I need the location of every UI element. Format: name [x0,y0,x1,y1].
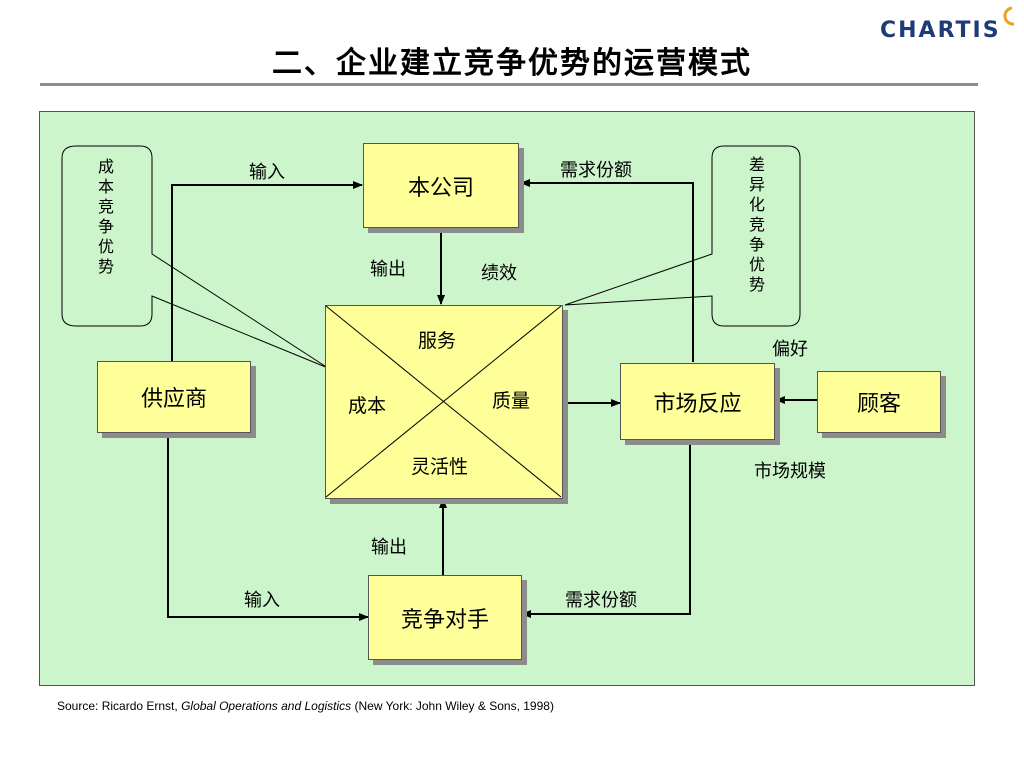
diff-advantage-text: 差异化竞争优势 [746,156,765,296]
source-citation: Source: Ricardo Ernst, Global Operations… [57,699,554,713]
header-divider [40,83,978,86]
node-customer: 顾客 [817,371,941,433]
node-competitor: 竞争对手 [368,575,522,660]
label-market-size: 市场规模 [754,461,826,482]
label-demand-share-top: 需求份额 [560,160,632,181]
source-suffix: (New York: John Wiley & Sons, 1998) [351,699,554,713]
node-company: 本公司 [363,143,519,228]
label-input-top: 输入 [249,162,285,183]
cost-advantage-text: 成本竞争优势 [95,158,114,278]
label-output-top: 输出 [370,259,406,280]
chartis-logo: CHARTIS [878,4,1018,48]
page-title: 二、企业建立竞争优势的运营模式 [272,46,752,81]
source-book-title: Global Operations and Logistics [181,699,352,713]
node-market-response: 市场反应 [620,363,775,440]
label-output-bottom: 输出 [371,537,407,558]
arrow-supplier-to-company [171,181,363,362]
cost-callout-bubble [61,145,329,369]
arrow-supplier-to-competitor [167,432,369,621]
factor-quality: 质量 [492,390,531,412]
factor-service: 服务 [418,330,457,352]
label-preference: 偏好 [772,339,808,360]
logo-text: CHARTIS [880,18,1001,43]
label-performance: 绩效 [481,263,517,284]
arrow-market-to-competitor [521,439,691,618]
node-supplier: 供应商 [97,361,251,433]
factor-cost: 成本 [348,395,387,417]
label-demand-share-bottom: 需求份额 [565,590,637,611]
factor-flexibility: 灵活性 [411,456,469,478]
label-input-bottom: 输入 [244,590,280,611]
logo-swoosh-icon [1003,6,1015,26]
source-prefix: Source: Ricardo Ernst, [57,699,182,713]
diff-callout-bubble [564,145,801,327]
arrow-market-to-company [520,179,694,362]
